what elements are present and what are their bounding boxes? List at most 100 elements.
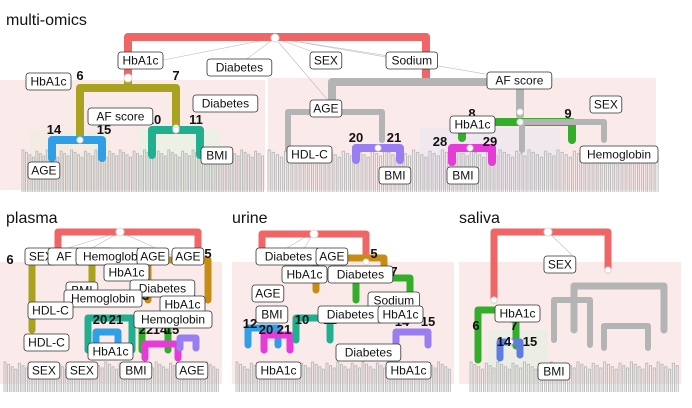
leaf-branch bbox=[160, 153, 164, 192]
leaf-branch bbox=[469, 361, 473, 392]
leaf-branch bbox=[321, 368, 325, 392]
feature-label: BMI bbox=[452, 169, 473, 183]
dendrogram-branch bbox=[601, 323, 651, 351]
leaf-branch bbox=[511, 362, 515, 392]
leaf-branch bbox=[633, 363, 637, 392]
node-number: 7 bbox=[390, 264, 397, 279]
feature-label: HbA1c bbox=[382, 308, 418, 322]
leaf-branch bbox=[343, 366, 347, 392]
leaf-branch bbox=[515, 365, 519, 392]
leaf-branch bbox=[10, 366, 14, 392]
leaf-branch bbox=[556, 149, 560, 192]
leaf-branch bbox=[610, 366, 614, 392]
leaf-branch bbox=[365, 363, 369, 392]
leaf-branch bbox=[156, 150, 160, 192]
feature-label-box bbox=[543, 255, 577, 274]
feature-label-box bbox=[27, 361, 61, 380]
leaf-branch bbox=[375, 362, 379, 392]
leaf-branch bbox=[279, 156, 284, 192]
feature-label-box bbox=[103, 263, 150, 282]
feature-label-box bbox=[25, 72, 72, 91]
leaf-branch bbox=[63, 153, 67, 192]
leaf-branch bbox=[17, 362, 21, 392]
feature-label: Diabetes bbox=[216, 61, 263, 75]
leaf-branch bbox=[622, 365, 626, 392]
node-number: 15 bbox=[523, 334, 537, 349]
leaf-branch bbox=[249, 362, 253, 392]
feature-label: BMI bbox=[261, 308, 282, 322]
leaf-branch bbox=[506, 154, 511, 192]
node-number: 14 bbox=[497, 334, 512, 349]
feature-label-box bbox=[309, 99, 343, 118]
leaf-branch bbox=[104, 361, 108, 392]
feature-label: Sodium bbox=[373, 294, 414, 308]
leaf-branch bbox=[420, 154, 424, 192]
feature-label-box bbox=[87, 342, 134, 361]
leaf-branch bbox=[122, 151, 126, 192]
leaf-branch bbox=[379, 365, 383, 392]
leaf-branch bbox=[208, 363, 212, 392]
feature-label: Diabetes bbox=[139, 282, 186, 296]
feature-label: HbA1c bbox=[164, 298, 200, 312]
leaf-branch bbox=[652, 367, 656, 392]
leaf-branch bbox=[539, 156, 544, 192]
node-number: 9 bbox=[564, 106, 571, 121]
leaf-branch bbox=[584, 366, 588, 392]
leaf-branch bbox=[660, 363, 664, 392]
leaf-branch bbox=[235, 361, 239, 392]
leaf-branch bbox=[163, 155, 167, 192]
leaf-branch bbox=[530, 366, 534, 392]
leaf-branch bbox=[357, 367, 361, 392]
leaf-branch bbox=[24, 151, 28, 192]
leaf-branch bbox=[500, 363, 504, 392]
node-number: 21 bbox=[277, 322, 291, 337]
node-number: 11 bbox=[189, 112, 203, 127]
feature-label-box bbox=[385, 51, 438, 70]
leaf-branch bbox=[560, 151, 564, 192]
leaf-branch bbox=[167, 149, 171, 192]
leaf-branch bbox=[161, 366, 165, 392]
leaf-branch bbox=[181, 150, 185, 192]
node-number: 5 bbox=[204, 246, 211, 261]
leaf-branch bbox=[645, 362, 649, 392]
leaf-branch bbox=[66, 155, 70, 192]
leaf-branch bbox=[572, 150, 577, 192]
feature-label: SEX bbox=[548, 258, 572, 272]
connector-line bbox=[274, 37, 333, 106]
leaf-branch bbox=[318, 366, 322, 392]
leaf-branch bbox=[129, 156, 133, 192]
feature-label-box bbox=[335, 343, 402, 362]
feature-label: HbA1c bbox=[30, 75, 66, 89]
leaf-branch bbox=[333, 154, 337, 192]
feature-label-box bbox=[537, 362, 571, 381]
leaf-branch bbox=[614, 368, 618, 392]
feature-label: HDL-C bbox=[32, 304, 69, 318]
leaf-cluster bbox=[469, 361, 679, 392]
leaf-branch bbox=[629, 361, 633, 392]
dendrogram-branch bbox=[84, 314, 136, 354]
leaf-branch bbox=[115, 368, 119, 392]
leaf-branch bbox=[239, 363, 243, 392]
node-number: 15 bbox=[421, 314, 435, 329]
leaf-branch bbox=[383, 367, 387, 392]
leaf-branch bbox=[440, 363, 444, 392]
dendrogram-branch bbox=[519, 119, 607, 153]
feature-label: SEX bbox=[70, 364, 94, 378]
node-number: 21 bbox=[387, 130, 401, 145]
feature-label-box bbox=[87, 107, 154, 126]
leaf-branch bbox=[212, 366, 216, 392]
leaf-branch bbox=[325, 362, 329, 392]
leaf-branch bbox=[488, 365, 492, 392]
leaf-branch bbox=[503, 366, 507, 392]
node-marker bbox=[466, 144, 474, 152]
leaf-branch bbox=[492, 367, 496, 392]
leaf-branch bbox=[664, 366, 668, 392]
leaf-branch bbox=[424, 156, 428, 192]
leaf-branch bbox=[108, 150, 112, 192]
node-number: 14 bbox=[47, 122, 62, 137]
feature-label: BMI bbox=[206, 149, 227, 163]
leaf-branch bbox=[80, 156, 84, 192]
leaf-branch bbox=[307, 367, 311, 392]
leaf-branch bbox=[70, 149, 74, 192]
